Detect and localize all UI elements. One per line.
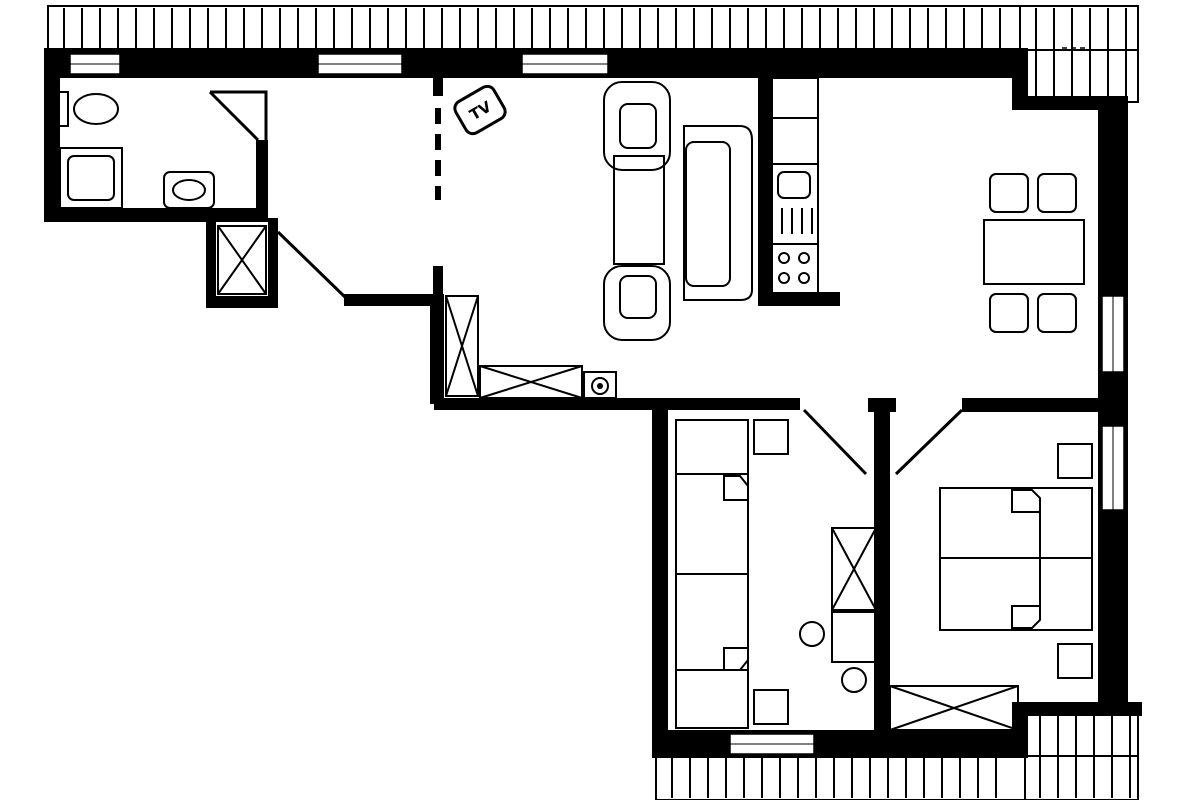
sofa-group [603,81,753,341]
kitchen [771,77,819,295]
nightstand-icon [753,419,789,455]
sink-icon [163,171,215,209]
tv-icon: TV [453,84,507,136]
stool-icon [799,621,825,647]
tv-label: TV [467,97,495,124]
interior-walls [206,78,1102,732]
stove-burner-icon [778,252,790,264]
chair-icon [989,173,1029,213]
windows [69,53,1125,755]
kitchen-sink-icon [777,171,811,199]
doors [208,90,964,476]
balcony-top-right [1019,5,1139,103]
bedroom-right [939,443,1093,679]
balcony-bottom [655,755,1139,800]
nightstand-icon [1057,443,1093,479]
boiler-icon [583,371,617,399]
shower-tray [59,147,123,209]
bedroom-left [675,419,877,729]
dining-table [983,173,1085,333]
bathroom [57,91,215,209]
toilet-tank [57,91,69,127]
balcony-top [47,5,1139,51]
closets [217,225,1019,731]
toilet-icon [73,93,119,125]
